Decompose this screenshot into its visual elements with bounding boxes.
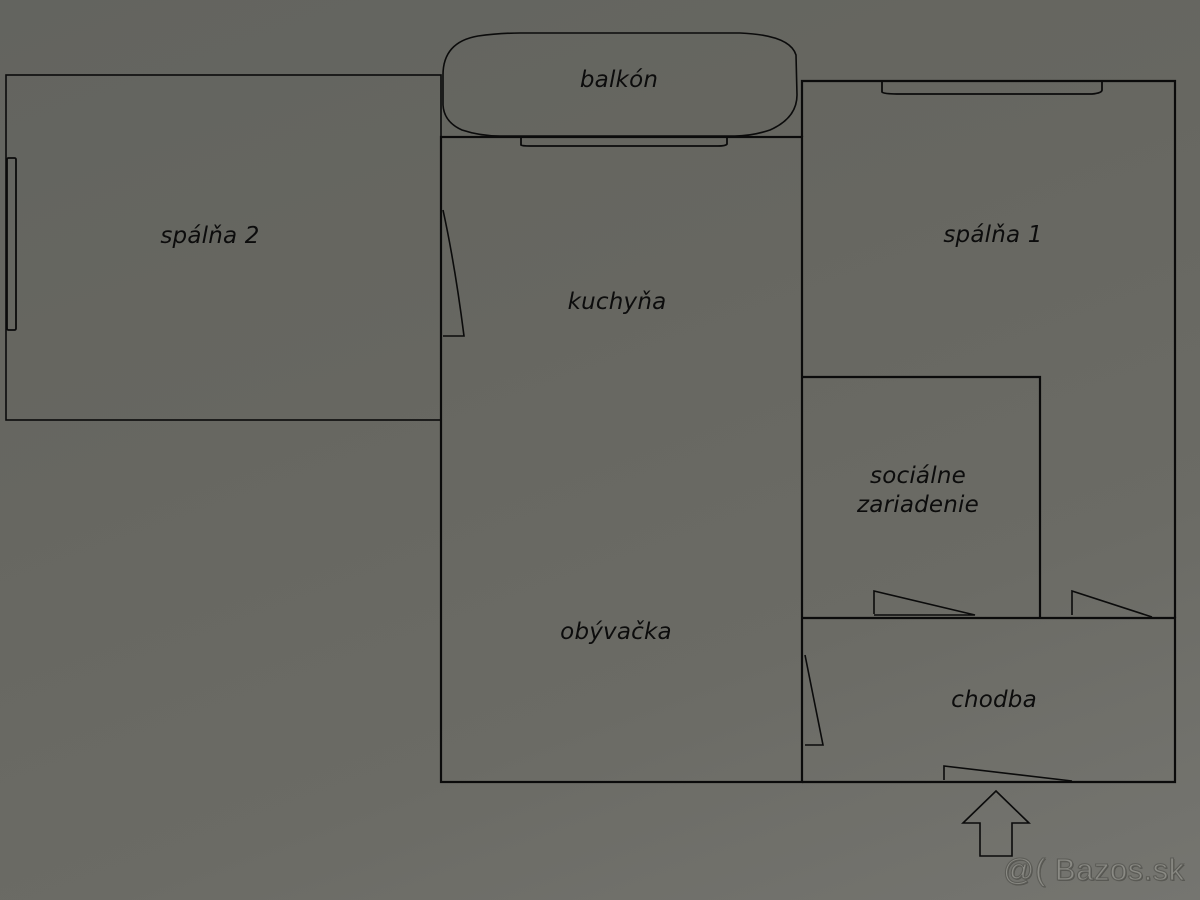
kitchen-living-walls [439, 135, 804, 784]
label-bathroom: sociálne zariadenie [857, 462, 979, 520]
room-hallway [802, 616, 1177, 784]
entrance-door-swing [943, 765, 1073, 782]
label-balcony: balkón [579, 67, 659, 93]
bathroom-door-swing [873, 589, 976, 616]
label-living-room: obývačka [560, 619, 672, 645]
room-balcony [442, 32, 798, 137]
room-bathroom [802, 375, 1042, 618]
bathroom-walls [802, 375, 1042, 618]
watermark-bazos: @( Bazos.sk [1003, 852, 1185, 888]
kitchen-balcony-window [520, 138, 728, 147]
label-bedroom-2: spálňa 2 [160, 223, 260, 249]
label-hallway: chodba [951, 687, 1037, 713]
bedroom-1-walls [800, 79, 1177, 618]
bedroom-1-door-swing [1071, 589, 1153, 618]
hallway-top-wall [802, 616, 1177, 784]
label-bedroom-1: spálňa 1 [943, 222, 1043, 248]
bedroom-2-door-swing [442, 209, 465, 337]
room-bedroom-1 [800, 79, 1177, 618]
label-kitchen: kuchyňa [567, 289, 667, 315]
label-bathroom-line-2: zariadenie [857, 491, 979, 518]
up-arrow-icon [961, 789, 1031, 857]
label-bathroom-line-1: sociálne [870, 463, 966, 489]
living-room-door-swing [804, 654, 824, 746]
balcony-outline [442, 32, 798, 137]
entrance-arrow [961, 789, 1031, 857]
bedroom-2-window [6, 157, 17, 331]
room-kitchen-living [439, 135, 804, 784]
bedroom-1-window [881, 81, 1103, 95]
